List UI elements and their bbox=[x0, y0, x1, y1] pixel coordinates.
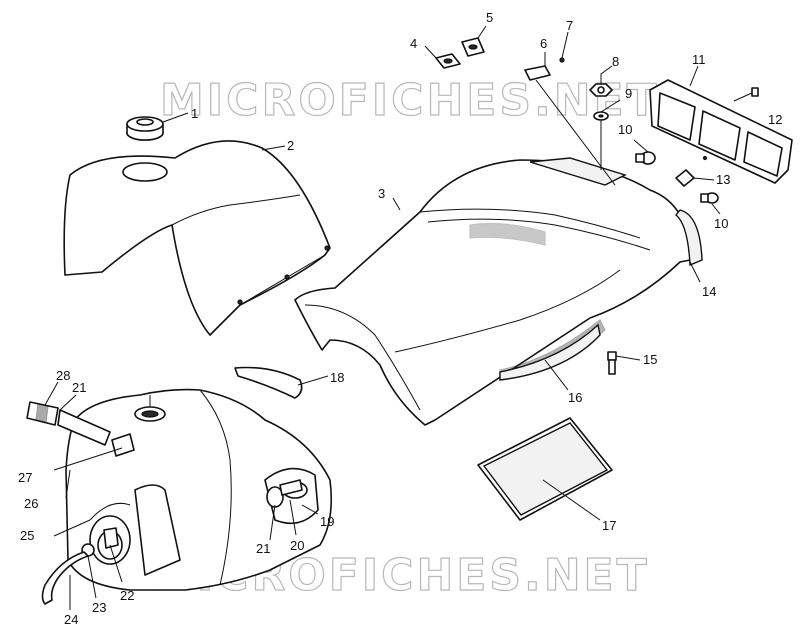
callout-23: 23 bbox=[92, 600, 106, 615]
bulb-socket bbox=[675, 169, 695, 187]
seat-trim bbox=[675, 209, 703, 267]
seat bbox=[294, 157, 691, 426]
hinge-plate bbox=[524, 65, 551, 81]
nut bbox=[589, 83, 613, 97]
callout-5: 5 bbox=[486, 10, 493, 25]
callout-27: 27 bbox=[18, 470, 32, 485]
foam-pad bbox=[477, 417, 613, 521]
fuel-filter bbox=[26, 401, 111, 446]
callout-4: 4 bbox=[410, 36, 417, 51]
callout-21-left: 21 bbox=[72, 380, 86, 395]
callout-26: 26 bbox=[24, 496, 38, 511]
callout-15: 15 bbox=[643, 352, 657, 367]
screw-taillight bbox=[733, 87, 759, 102]
callout-24: 24 bbox=[64, 612, 78, 627]
tank-cover bbox=[63, 140, 331, 336]
watermark-top: MICROFICHES.NET bbox=[160, 75, 660, 126]
bulb-lower bbox=[700, 192, 719, 204]
callout-14: 14 bbox=[702, 284, 716, 299]
callout-21-right: 21 bbox=[256, 541, 270, 556]
callout-18: 18 bbox=[330, 370, 344, 385]
callout-1: 1 bbox=[191, 106, 198, 121]
callout-6: 6 bbox=[540, 36, 547, 51]
sender-clamp bbox=[279, 479, 303, 496]
callout-13: 13 bbox=[716, 172, 730, 187]
bulb-upper bbox=[635, 151, 656, 165]
fuel-hose bbox=[41, 551, 89, 605]
screw-small bbox=[559, 57, 565, 63]
callout-20: 20 bbox=[290, 538, 304, 553]
fuel-tank bbox=[65, 388, 333, 591]
drain-plug bbox=[103, 527, 119, 549]
callout-10-upper: 10 bbox=[618, 122, 632, 137]
seat-bracket-large bbox=[461, 37, 485, 57]
seat-bolt bbox=[607, 351, 617, 375]
callout-9: 9 bbox=[625, 86, 632, 101]
callout-25: 25 bbox=[20, 528, 34, 543]
callout-8: 8 bbox=[612, 54, 619, 69]
fuel-cap-top bbox=[126, 116, 164, 141]
callout-19: 19 bbox=[320, 514, 334, 529]
seat-strap bbox=[234, 366, 303, 399]
washer bbox=[593, 111, 609, 121]
callout-16: 16 bbox=[568, 390, 582, 405]
callout-22: 22 bbox=[120, 588, 134, 603]
leader-lines bbox=[44, 25, 721, 610]
callout-17: 17 bbox=[602, 518, 616, 533]
callout-12: 12 bbox=[768, 112, 782, 127]
taillight-lens bbox=[649, 79, 793, 184]
seat-bracket-small bbox=[435, 53, 461, 69]
callout-3: 3 bbox=[378, 186, 385, 201]
gauge-ring bbox=[89, 502, 131, 521]
callout-labels: 1 2 3 4 5 6 7 8 9 10 11 12 13 10 14 15 1… bbox=[18, 10, 782, 627]
callout-28: 28 bbox=[56, 368, 70, 383]
callout-2: 2 bbox=[287, 138, 294, 153]
callout-10-lower: 10 bbox=[714, 216, 728, 231]
callout-11: 11 bbox=[692, 52, 706, 67]
callout-7: 7 bbox=[566, 18, 573, 33]
seat-base bbox=[499, 323, 601, 381]
